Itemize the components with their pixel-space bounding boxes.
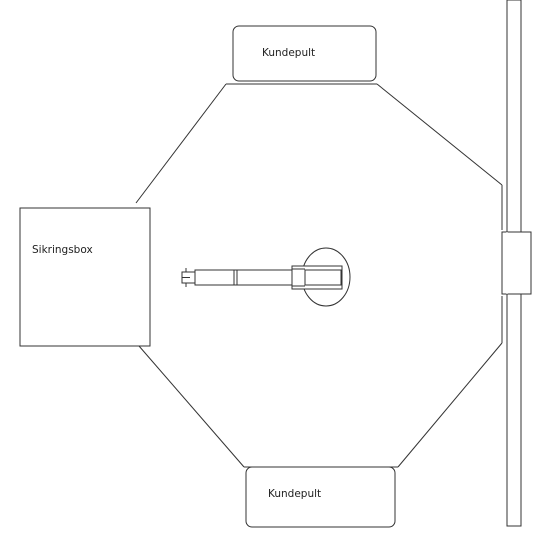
wall-opening — [501, 231, 532, 295]
fuse-box-shape — [19, 207, 151, 347]
robot-arm — [181, 247, 351, 307]
room-edge-top-right — [376, 83, 503, 186]
customer-desk-top-label: Kundepult — [262, 47, 315, 59]
customer-desk-top-shape — [232, 25, 377, 82]
robot-head-inner — [304, 269, 342, 286]
customer-desk-bottom-shape — [245, 466, 396, 528]
room-edge-top-left — [135, 83, 227, 204]
room-edge-bottom-left — [138, 345, 245, 468]
outer-wall — [501, 0, 532, 527]
customer-desk-top: Kundepult — [232, 25, 377, 82]
fuse-box: Sikringsbox — [19, 207, 151, 347]
room-edge-bottom-right — [397, 342, 503, 468]
customer-desk-bottom: Kundepult — [245, 466, 396, 528]
outer-wall-upper — [506, 0, 522, 233]
customer-desk-bottom-label: Kundepult — [268, 488, 321, 500]
outer-wall-lower — [506, 293, 522, 527]
fuse-box-label: Sikringsbox — [32, 244, 93, 256]
